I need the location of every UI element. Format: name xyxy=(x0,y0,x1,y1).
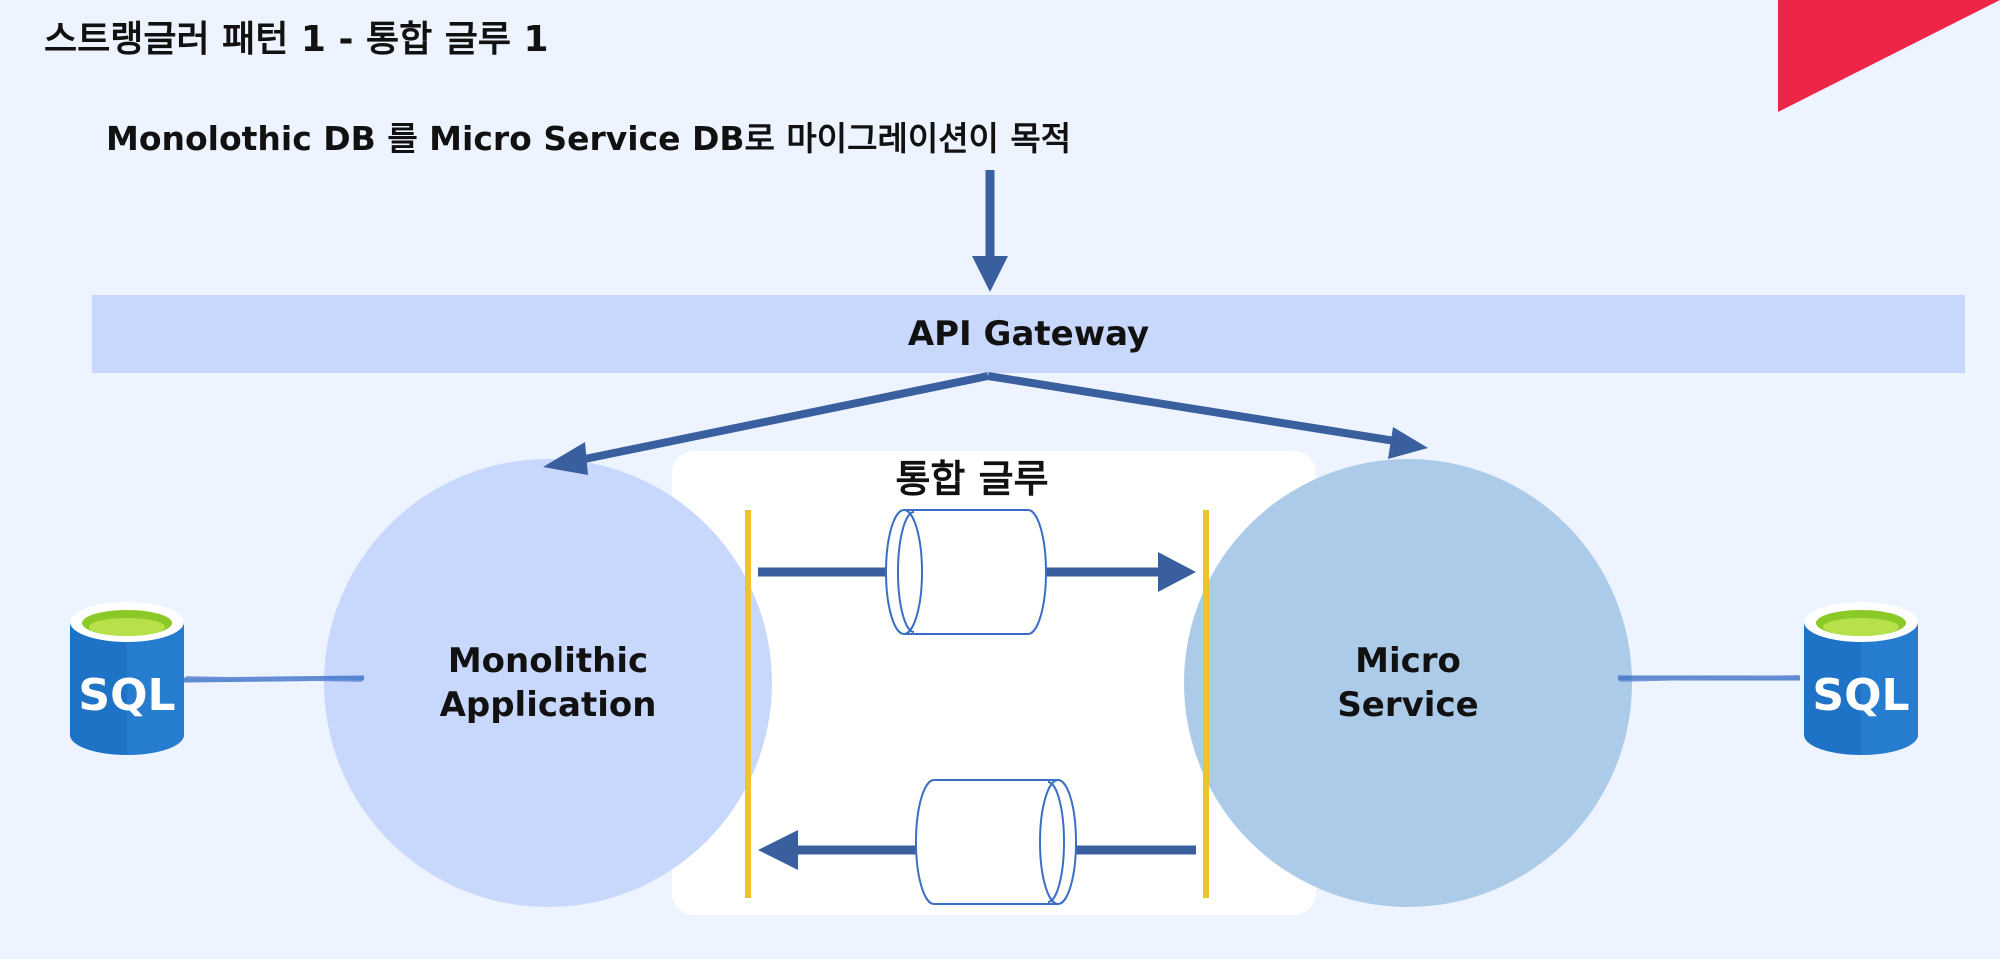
left-sql-label: SQL xyxy=(78,670,175,721)
monolithic-application-node: Monolithic Application xyxy=(324,459,772,907)
integration-glue-title: 통합 글루 xyxy=(895,457,1049,501)
micro-service-label: Micro Service xyxy=(1337,641,1479,725)
api-gateway-label: API Gateway xyxy=(907,314,1150,354)
left-sql-database-icon: SQL xyxy=(70,602,184,755)
monolithic-application-label: Monolithic Application xyxy=(439,641,657,725)
api-gateway-bar: API Gateway xyxy=(92,295,1965,373)
right-sql-label: SQL xyxy=(1812,670,1909,721)
page-subtitle: Monolothic DB 를 Micro Service DB로 마이그레이션… xyxy=(106,119,1072,158)
right-db-connector xyxy=(1618,675,1800,682)
micro-service-node: Micro Service xyxy=(1184,459,1632,907)
arrow-gateway-to-microservice xyxy=(987,372,1428,459)
arrow-subtitle-to-gateway xyxy=(972,170,1008,292)
right-sql-database-icon: SQL xyxy=(1804,602,1918,755)
corner-accent-triangle xyxy=(1778,0,2000,112)
page-title: 스트랭글러 패턴 1 - 통합 글루 1 xyxy=(44,19,549,60)
